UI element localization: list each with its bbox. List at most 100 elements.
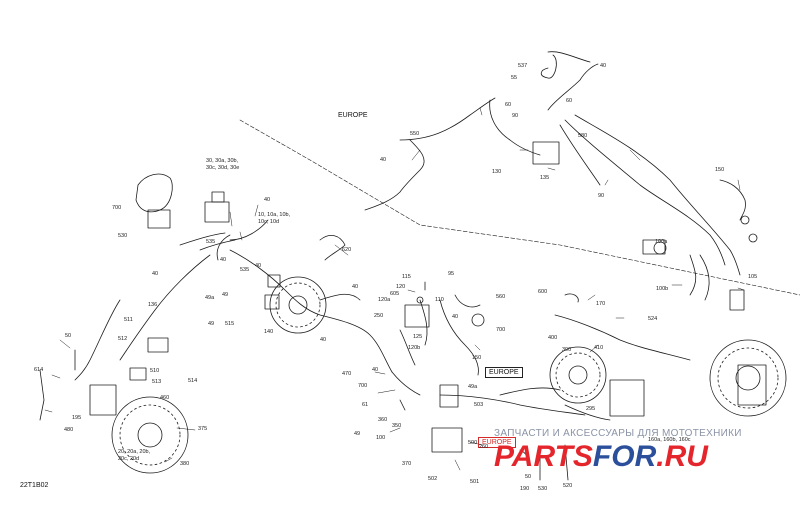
- callout: 49: [208, 321, 215, 327]
- master-cylinder: [204, 201, 230, 223]
- brake-line: [364, 139, 425, 211]
- bracket: [267, 274, 281, 288]
- callout: 150: [472, 355, 482, 361]
- callout: 700: [496, 327, 506, 333]
- region-label-europe: EUROPE: [338, 112, 368, 119]
- region-label-europe: EUROPE: [478, 437, 516, 448]
- callout: 480: [64, 427, 74, 433]
- callout: 136: [148, 302, 158, 308]
- bolt: [519, 449, 529, 466]
- callout: 190: [520, 486, 530, 492]
- callout: 512: [118, 336, 128, 342]
- fitting: [653, 241, 667, 255]
- callout: 105: [748, 274, 758, 280]
- callout: 502: [428, 476, 438, 482]
- callout: 20, 20a, 20b,: [118, 449, 151, 455]
- callout: 580: [578, 133, 588, 139]
- callout: 100a: [655, 239, 668, 245]
- callout: 380: [180, 461, 190, 467]
- callout: 410: [594, 345, 604, 351]
- callout: 535: [206, 239, 216, 245]
- fitting: [471, 313, 485, 327]
- brake-disc-front-left: [111, 396, 189, 474]
- lever: [199, 239, 236, 251]
- brake-line: [719, 179, 746, 221]
- caliper: [439, 384, 459, 408]
- callout: 370: [402, 461, 412, 467]
- callout: 530: [538, 486, 548, 492]
- brake-line: [574, 114, 741, 276]
- callout: 620: [342, 247, 352, 253]
- brake-line: [499, 387, 561, 396]
- callout: 55: [511, 75, 518, 81]
- callout: 49: [354, 431, 361, 437]
- callout: 515: [225, 321, 235, 327]
- callout: 110: [435, 297, 444, 303]
- callout: 49a: [468, 384, 478, 390]
- callout: 295: [586, 406, 596, 412]
- callout: 90: [512, 113, 519, 119]
- abs-module: [404, 304, 430, 328]
- callout: 524: [648, 316, 658, 322]
- callout: 535: [240, 267, 250, 273]
- bracket: [147, 337, 169, 353]
- watermark-logo-part: FOR: [592, 440, 657, 473]
- callout: 140: [264, 329, 274, 335]
- callout: 530: [118, 233, 128, 239]
- watermark-logo-part: PARTS: [494, 440, 593, 473]
- callout: 360: [378, 417, 388, 423]
- callout: 503: [474, 402, 484, 408]
- callout: 40: [152, 271, 159, 277]
- caliper: [89, 384, 117, 416]
- callout: 510: [150, 368, 160, 374]
- caliper: [532, 141, 560, 165]
- callout: 560: [496, 294, 506, 300]
- callout: 49a: [205, 295, 215, 301]
- lever: [179, 232, 226, 246]
- section-divider-line: [239, 119, 800, 296]
- watermark-tagline: ЗАПЧАСТИ И АКСЕССУАРЫ ДЛЯ МОТОТЕХНИКИ: [494, 428, 742, 439]
- caliper: [737, 364, 767, 406]
- callout: 501: [470, 479, 480, 485]
- callout: 470: [342, 371, 352, 377]
- brake-line: [547, 51, 591, 63]
- brake-line: [419, 299, 428, 346]
- callout: 170: [596, 301, 606, 307]
- clip: [564, 293, 579, 303]
- callout: 60: [505, 102, 512, 108]
- callout: 120a: [378, 297, 391, 303]
- callout: 40: [264, 197, 271, 203]
- callout: 95: [448, 271, 455, 277]
- brake-line: [564, 119, 726, 266]
- region-label-europe: EUROPE: [485, 367, 523, 378]
- brake-line: [559, 124, 601, 186]
- bracket: [129, 367, 147, 381]
- caliper: [642, 239, 666, 255]
- bolt: [39, 369, 45, 421]
- callout: 40: [452, 314, 459, 320]
- callout: 120b: [408, 345, 421, 351]
- callout: 40: [220, 257, 227, 263]
- bracket: [147, 209, 171, 229]
- brake-line: [540, 54, 557, 79]
- callout: 100: [376, 435, 386, 441]
- callout: 49: [222, 292, 229, 298]
- brake-line: [554, 314, 691, 361]
- callout: 40: [600, 63, 607, 69]
- brake-disc-rear-left: [549, 346, 607, 404]
- fitting: [740, 215, 750, 225]
- caliper: [729, 289, 745, 311]
- bolt: [564, 444, 569, 481]
- callout: 375: [198, 426, 208, 432]
- callout: 120: [396, 284, 406, 290]
- callout: 514: [188, 378, 198, 384]
- brake-line: [119, 254, 211, 361]
- callout: 20c, 20d: [118, 456, 140, 462]
- callout: 550: [410, 131, 420, 137]
- brake-line: [399, 329, 416, 366]
- reservoir: [211, 191, 225, 203]
- callout: 115: [402, 274, 411, 280]
- callout: 30, 30a, 30b,: [206, 158, 239, 164]
- callout: 520: [563, 483, 573, 489]
